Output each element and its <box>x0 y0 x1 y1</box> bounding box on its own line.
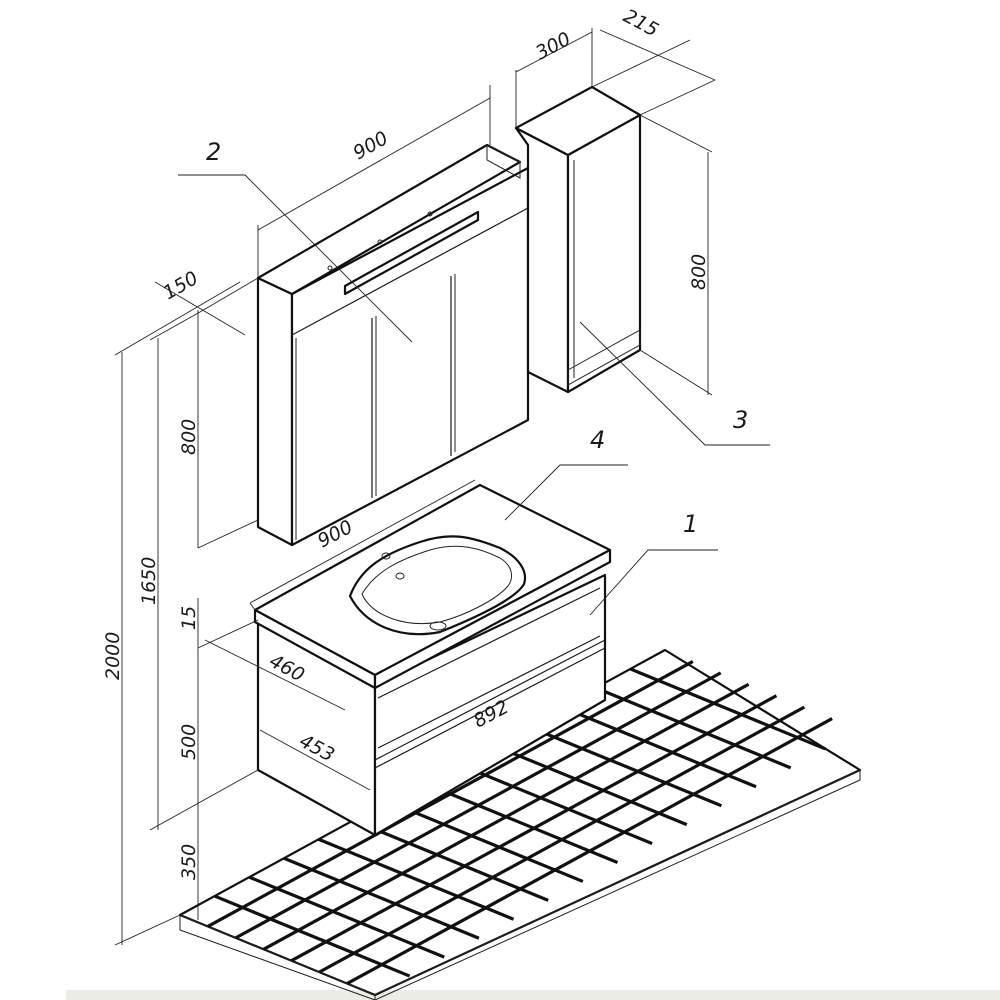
leader-3 <box>579 321 770 446</box>
mirror-cabinet-back-edge <box>486 144 521 179</box>
tile-joint <box>248 875 445 959</box>
cabinet-front <box>373 573 607 837</box>
countertop-with-basin <box>253 483 612 690</box>
floor-tile-grid <box>207 660 833 985</box>
countertop-edge-front <box>373 548 612 690</box>
dim-line-mirror-width <box>257 97 491 231</box>
tile-joint <box>629 667 826 751</box>
dim-floor-clearance: 350 <box>178 844 200 880</box>
callout-2: 2 <box>206 138 221 166</box>
dim-mirror-top-height: 1650 <box>138 557 160 605</box>
dim-line-cabinet-depth <box>259 729 371 791</box>
tile-joint <box>290 694 778 963</box>
callout-4: 4 <box>590 426 605 454</box>
drawer-handle-line <box>377 635 601 749</box>
socket-icon-1 <box>327 265 333 271</box>
tile-joint <box>595 686 792 770</box>
basin-rim <box>348 535 527 636</box>
mirror-cabinet-front <box>290 166 530 547</box>
socket-icon-2 <box>377 239 383 245</box>
dim-column-depth: 215 <box>620 5 662 41</box>
callout-leaders <box>178 174 770 616</box>
bottom-edge-strip <box>66 990 1000 1000</box>
drawer-split-line-2 <box>374 647 606 769</box>
lamp-panel-line <box>291 207 529 336</box>
towel-rail <box>567 329 641 386</box>
dim-line-column-depth <box>599 29 716 81</box>
drawer-split-line <box>374 639 606 761</box>
socket-icon-3 <box>427 211 433 217</box>
overflow-icon <box>395 572 405 580</box>
drain-icon <box>429 621 447 631</box>
dim-top-thickness: 15 <box>178 606 200 630</box>
dim-column-width: 300 <box>532 28 574 64</box>
dim-mirror-depth: 150 <box>160 267 202 304</box>
tile-joint <box>234 671 722 940</box>
floor-edge-right <box>374 769 861 1000</box>
tile-joint <box>262 682 750 951</box>
floor-edge <box>179 914 376 1000</box>
dim-line-top-width <box>249 479 476 604</box>
wall-column-cabinet <box>514 85 642 394</box>
tile-joint <box>283 856 480 940</box>
tile-joint <box>560 705 757 789</box>
tile-joint <box>421 781 619 864</box>
tile-joint <box>525 724 723 808</box>
dimension-lines <box>114 28 716 946</box>
tiled-floor <box>178 648 862 1000</box>
tile-joint <box>352 818 549 902</box>
tile-joint <box>214 894 411 978</box>
tile-joint <box>318 705 806 974</box>
dim-cabinet-height: 500 <box>178 724 200 760</box>
dim-mirror-height: 800 <box>178 419 200 455</box>
tile-joint <box>207 660 694 928</box>
dim-line-column-width <box>515 31 593 73</box>
tile-joint <box>387 799 584 883</box>
dim-line-top-depth <box>204 639 346 711</box>
dim-line-mirror-depth <box>154 281 246 336</box>
drawer-top-line <box>377 587 601 699</box>
dim-column-height: 800 <box>688 254 710 290</box>
mirror-cabinet-side <box>256 276 294 547</box>
tap-hole-icon <box>381 552 391 560</box>
dim-mirror-width: 900 <box>350 127 392 164</box>
callout-3: 3 <box>733 406 748 434</box>
tile-joint <box>491 743 688 827</box>
leader-1 <box>589 549 718 616</box>
mirror-cabinet <box>256 143 530 547</box>
tile-joint <box>456 762 653 846</box>
dim-total-height: 2000 <box>102 632 124 680</box>
leader-2 <box>178 174 413 343</box>
leader-4 <box>504 464 628 521</box>
tile-joint <box>346 717 833 985</box>
basin-inner <box>361 545 513 625</box>
tile-joint <box>317 837 515 921</box>
callout-1: 1 <box>683 510 698 538</box>
lamp-bar <box>343 210 480 296</box>
vanity-cabinet <box>256 573 607 837</box>
